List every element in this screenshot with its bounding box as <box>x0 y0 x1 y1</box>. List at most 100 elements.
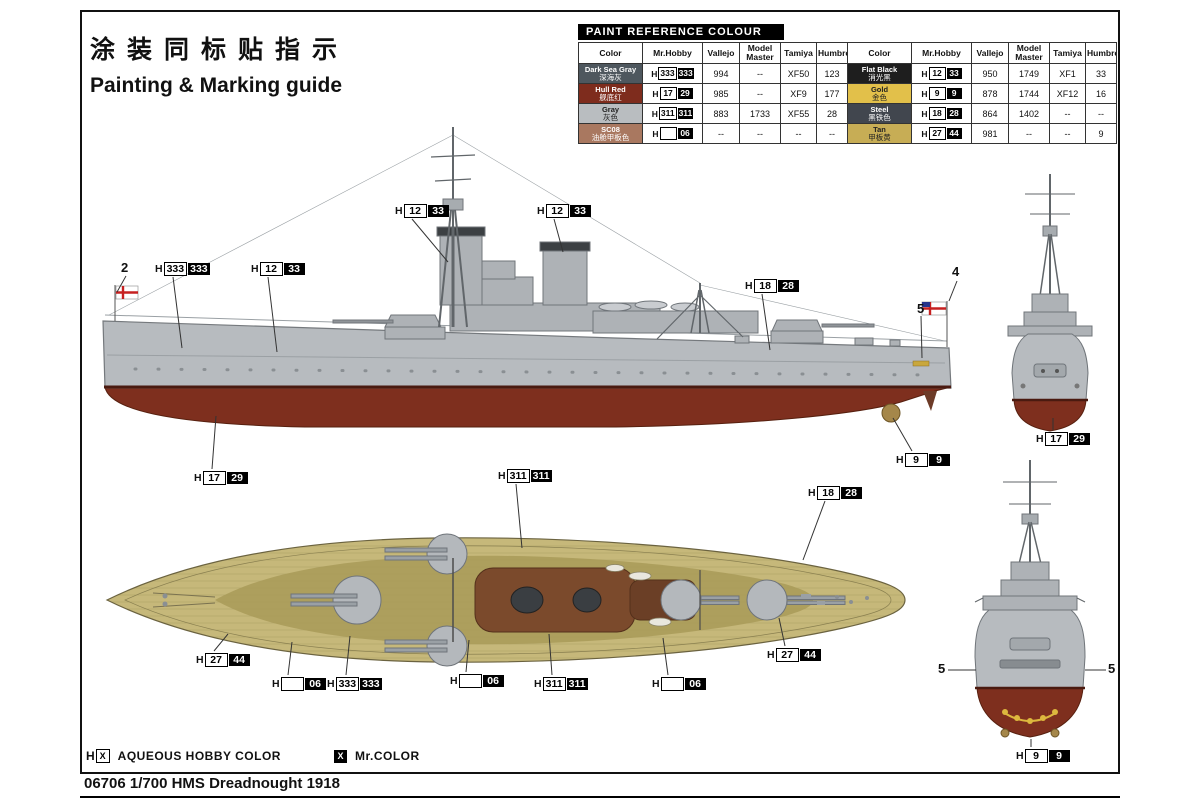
aqueous-number: 12 <box>259 262 283 276</box>
col-color: Color <box>578 42 643 64</box>
stern-view-ship <box>974 460 1086 738</box>
aft-barbette <box>770 330 824 344</box>
aqueous-number: 12 <box>403 204 427 218</box>
mrcolor-number: 06 <box>684 678 706 690</box>
aft-guns <box>821 323 875 328</box>
deck-inner-line <box>124 545 892 655</box>
mrcolor-number: 33 <box>946 68 962 79</box>
modelmaster-cell: 1749 <box>1008 63 1050 84</box>
aqueous-number: 27 <box>928 127 946 140</box>
legend-aqueous-label: AQUEOUS HOBBY COLOR <box>117 749 281 763</box>
rudder <box>923 391 937 411</box>
callout-prefix: H <box>395 205 403 217</box>
side-view-ship <box>102 127 952 428</box>
gold-stern-decoration <box>1002 709 1058 724</box>
fore-funnel-top <box>510 586 544 614</box>
number-callout: 5 <box>917 301 925 316</box>
aqueous-number: 17 <box>659 87 677 100</box>
aqueous-number: 27 <box>775 648 799 662</box>
humbrol-cell: 28 <box>816 103 848 124</box>
hull-grey <box>102 320 952 389</box>
mrcolor-number: 44 <box>946 128 962 139</box>
aqueous-number <box>659 127 677 140</box>
mrcolor-box-icon: X <box>334 749 347 763</box>
hull-red <box>104 386 952 428</box>
mrcolor-number: 9 <box>928 454 950 466</box>
tamiya-cell: -- <box>1049 123 1086 144</box>
modelmaster-cell: 1402 <box>1008 103 1050 124</box>
wing-turret-starboard <box>426 625 468 667</box>
callout-prefix: H <box>537 205 545 217</box>
aft-turret-rear <box>1009 637 1051 651</box>
legend-h-prefix: H <box>86 749 95 763</box>
modelmaster-cell: 1733 <box>739 103 781 124</box>
aqueous-number: 18 <box>816 486 840 500</box>
paint-table-title: PAINT REFERENCE COLOUR <box>578 24 784 40</box>
wing-turret-port <box>426 533 468 575</box>
color-name-en: Hull Red <box>595 84 626 94</box>
aqueous-number: 9 <box>904 453 928 467</box>
page-title: Painting & Marking guide <box>90 74 343 97</box>
tamiya-cell: XF9 <box>780 83 817 104</box>
mrcolor-number: 29 <box>1068 433 1090 445</box>
mrcolor-number: 28 <box>946 108 962 119</box>
aqueous-number: 17 <box>202 471 226 485</box>
aft-funnel-cap <box>539 241 591 252</box>
ship-boat <box>605 564 625 572</box>
humbrol-cell: 177 <box>816 83 848 104</box>
vallejo-cell: 950 <box>971 63 1009 84</box>
paint-reference-table: PAINT REFERENCE COLOUR Color Mr.Hobby Va… <box>578 24 1118 144</box>
color-name-en: Dark Sea Gray <box>584 64 637 74</box>
aqueous-number: 311 <box>506 469 530 483</box>
mrcolor-number: 333 <box>360 678 382 690</box>
fore-turret-top <box>332 575 382 625</box>
ship-boat <box>628 571 652 581</box>
color-name-en: SC08 <box>601 124 620 134</box>
fore-turret-front <box>1033 363 1067 378</box>
callout-prefix: H <box>272 678 280 690</box>
color-name-cn: 金色 <box>872 92 887 102</box>
aft-deckhouse <box>592 310 759 334</box>
color-swatch: Hull Red 舰底红 <box>578 83 643 104</box>
aqueous-number: 17 <box>1044 432 1068 446</box>
hull-red <box>976 687 1084 738</box>
color-name-en: Gray <box>601 104 620 114</box>
color-swatch: Tan 甲板黄 <box>847 123 912 144</box>
mrcolor-number: 33 <box>427 205 449 217</box>
fore-guns <box>332 319 394 324</box>
col-modelmaster: Model Master <box>739 42 781 64</box>
x-turret-top <box>660 579 702 621</box>
portholes <box>133 367 937 377</box>
mrcolor-number: 06 <box>677 128 693 139</box>
aft-funnel-top <box>572 587 602 613</box>
deck-fitting <box>734 335 750 344</box>
skylight <box>801 594 811 599</box>
paint-table-header-row: Color Mr.Hobby Vallejo Model Master Tami… <box>578 42 848 64</box>
number-callout: 2 <box>121 260 129 275</box>
aqueous-number: 12 <box>928 67 946 80</box>
vallejo-cell: -- <box>702 123 740 144</box>
color-swatch: Gray 灰色 <box>578 103 643 124</box>
mrcolor-number: 44 <box>228 654 250 666</box>
modelmaster-cell: -- <box>739 83 781 104</box>
hull-red <box>1013 399 1087 432</box>
mrcolor-number: 28 <box>840 487 862 499</box>
col-humbrol: Humbrol <box>1085 42 1117 64</box>
col-tamiya: Tamiya <box>780 42 817 64</box>
number-callout: 5 <box>1108 661 1116 676</box>
modelmaster-cell: -- <box>1008 123 1050 144</box>
